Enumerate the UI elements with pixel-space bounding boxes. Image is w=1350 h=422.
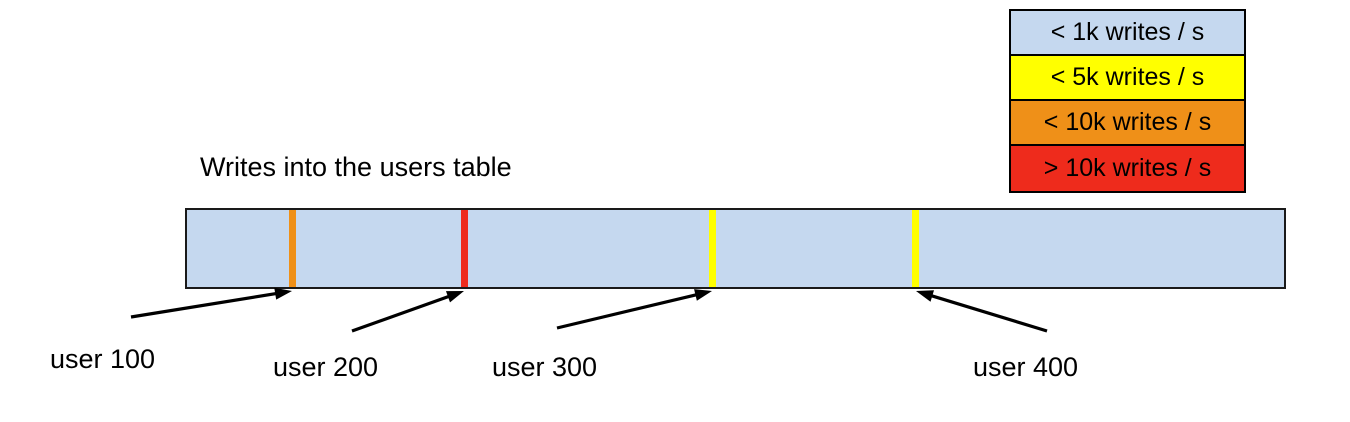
arrow-line-2	[556, 292, 700, 330]
legend: < 1k writes / s < 5k writes / s < 10k wr…	[1009, 9, 1246, 193]
legend-label-1: < 5k writes / s	[1050, 63, 1205, 91]
user-label-200: user 200	[273, 352, 379, 382]
stripe-user-400	[912, 210, 919, 287]
user-label-400: user 400	[973, 352, 1079, 382]
arrow-head-2	[694, 289, 712, 301]
user-label-100: user 100	[50, 344, 156, 374]
arrow-line-1	[351, 293, 453, 333]
legend-row-2: < 10k writes / s	[1011, 101, 1244, 146]
legend-label-3: > 10k writes / s	[1043, 154, 1212, 182]
legend-label-0: < 1k writes / s	[1050, 18, 1205, 46]
legend-row-1: < 5k writes / s	[1011, 56, 1244, 101]
legend-row-3: > 10k writes / s	[1011, 146, 1244, 191]
arrow-head-0	[274, 287, 292, 300]
arrow-line-0	[130, 291, 280, 319]
arrow-head-1	[445, 291, 464, 303]
stripe-user-300	[709, 210, 716, 287]
diagram-title: Writes into the users table	[200, 152, 512, 182]
arrow-line-3	[927, 293, 1048, 333]
arrow-head-3	[916, 290, 935, 302]
stripe-user-200	[461, 210, 468, 287]
legend-row-0: < 1k writes / s	[1011, 11, 1244, 56]
users-table-bar	[185, 208, 1286, 289]
legend-label-2: < 10k writes / s	[1043, 108, 1212, 136]
stripe-user-100	[289, 210, 296, 287]
user-label-300: user 300	[492, 352, 598, 382]
